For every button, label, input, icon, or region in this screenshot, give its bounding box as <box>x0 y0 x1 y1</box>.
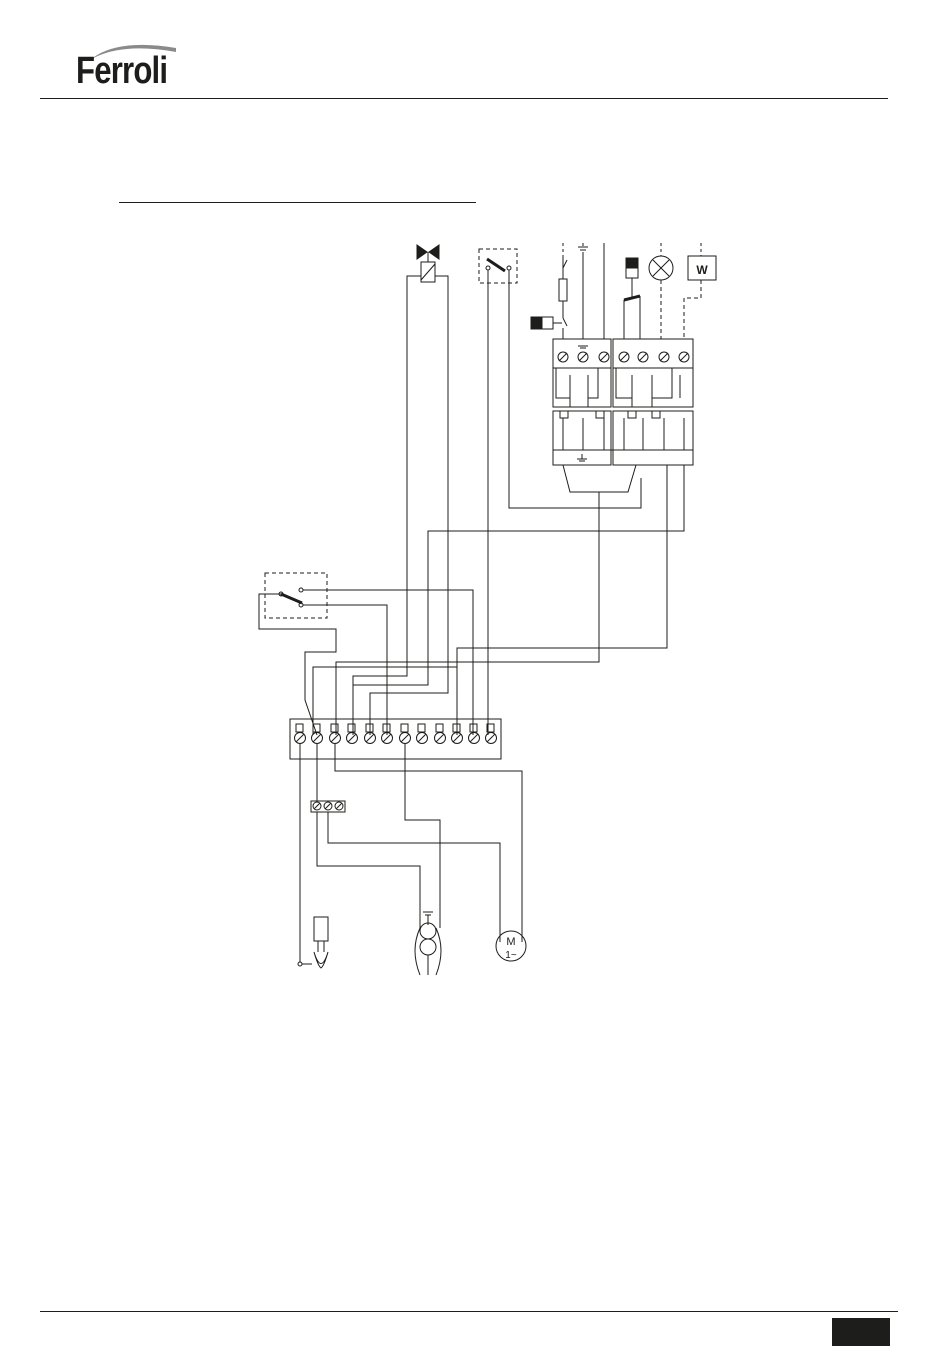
connector-plug <box>553 411 693 492</box>
heater-label: W <box>696 263 708 277</box>
earth-icon <box>578 243 588 253</box>
fuse-icon <box>559 279 567 301</box>
motor-label-bottom: 1~ <box>505 950 517 961</box>
motor-label-top: M <box>506 936 515 948</box>
heater-icon: W <box>684 243 716 339</box>
electrode-icon <box>298 917 328 968</box>
terminal-strip <box>290 719 501 759</box>
switch-icon <box>479 249 517 283</box>
footer-rule <box>40 1311 898 1312</box>
terminal-small <box>311 801 345 812</box>
lamp-icon <box>649 243 673 339</box>
transformer-icon <box>415 912 441 975</box>
terminal-block-aux <box>613 339 693 407</box>
terminal-block-power <box>553 339 611 407</box>
motor-icon: M 1~ <box>496 931 526 961</box>
switch-icon <box>531 317 562 329</box>
switch-icon <box>265 573 327 618</box>
page-tab <box>832 1318 890 1346</box>
switch-icon <box>624 258 640 300</box>
